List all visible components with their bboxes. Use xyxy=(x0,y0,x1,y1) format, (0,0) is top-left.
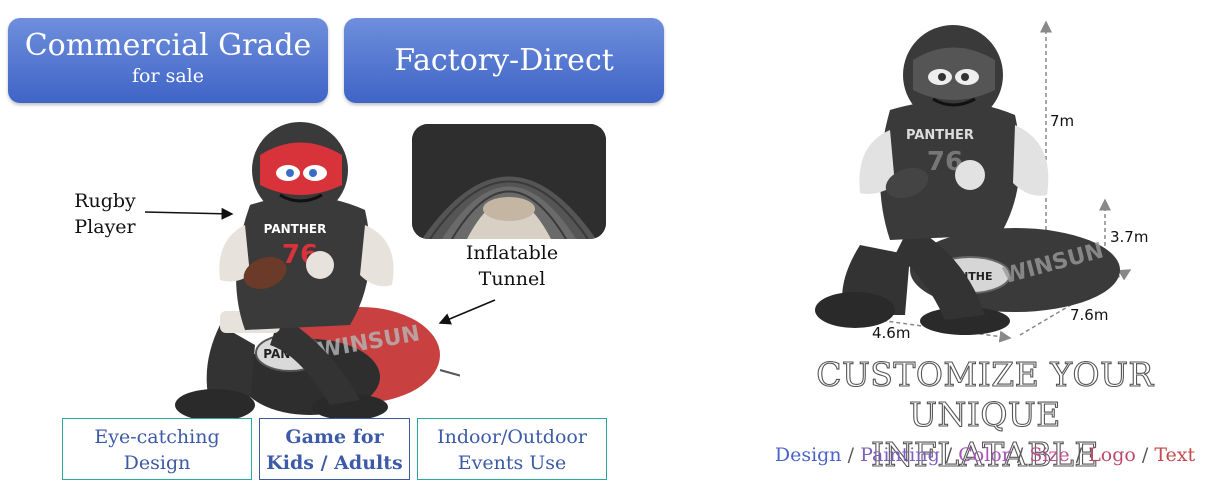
jersey xyxy=(236,196,370,330)
inflatable-tunnel-image xyxy=(412,124,606,239)
option-separator: / xyxy=(1141,444,1149,466)
option-design: Design xyxy=(774,444,842,466)
tunnel-height-label: 3.7m xyxy=(1110,228,1149,246)
inflatable-tunnel-label: Inflatable Tunnel xyxy=(465,242,559,290)
option-separator: / xyxy=(1016,444,1024,466)
width-dimension-label: 4.6m xyxy=(872,324,911,342)
option-logo: Logo xyxy=(1088,444,1136,466)
gray-jersey-text: PANTHER xyxy=(906,128,974,143)
feature-line: Design xyxy=(123,452,191,474)
option-text: Text xyxy=(1154,444,1196,466)
customize-options-line: Design / Painting / Color / Size / Logo … xyxy=(760,444,1210,466)
option-separator: / xyxy=(1075,444,1083,466)
option-color: Color xyxy=(958,444,1011,466)
feature-line: Game for xyxy=(285,426,384,448)
factory-direct-badge: Factory-Direct xyxy=(344,18,664,103)
rugby-player-label: Rugby Player xyxy=(74,190,136,238)
feature-indoor-outdoor: Indoor/Outdoor Events Use xyxy=(417,418,607,480)
feature-line: Events Use xyxy=(457,452,567,474)
rugby-player-inflatable-image: PANTHE WINSUN PANTHER 76 xyxy=(175,122,460,420)
feature-line: Kids / Adults xyxy=(266,452,403,474)
option-separator: / xyxy=(847,444,855,466)
length-dimension-label: 7.6m xyxy=(1070,306,1109,324)
badge-commercial-subtitle: for sale xyxy=(132,65,204,87)
option-size: Size xyxy=(1029,444,1070,466)
feature-game-for-kids-adults: Game for Kids / Adults xyxy=(259,418,410,480)
headline-line-1: CUSTOMIZE YOUR UNIQUE xyxy=(816,354,1154,434)
badge-commercial-title: Commercial Grade xyxy=(24,28,312,63)
feature-eye-catching: Eye-catching Design xyxy=(62,418,252,480)
option-separator: / xyxy=(945,444,953,466)
headline-line-2: INFLATABLE xyxy=(870,434,1100,474)
customize-headline: CUSTOMIZE YOUR UNIQUE INFLATABLE xyxy=(760,354,1210,475)
badge-factory-title: Factory-Direct xyxy=(394,43,614,78)
feature-line: Eye-catching xyxy=(94,426,220,448)
commercial-grade-badge: Commercial Grade for sale xyxy=(8,18,328,103)
jersey-text: PANTHER xyxy=(264,222,327,236)
feature-line: Indoor/Outdoor xyxy=(437,426,587,448)
grayscale-dimension-image: PANTHE WINSUN PANTHER 76 xyxy=(815,25,1120,335)
option-painting: Painting xyxy=(860,444,940,466)
height-dimension-label: 7m xyxy=(1050,112,1075,130)
